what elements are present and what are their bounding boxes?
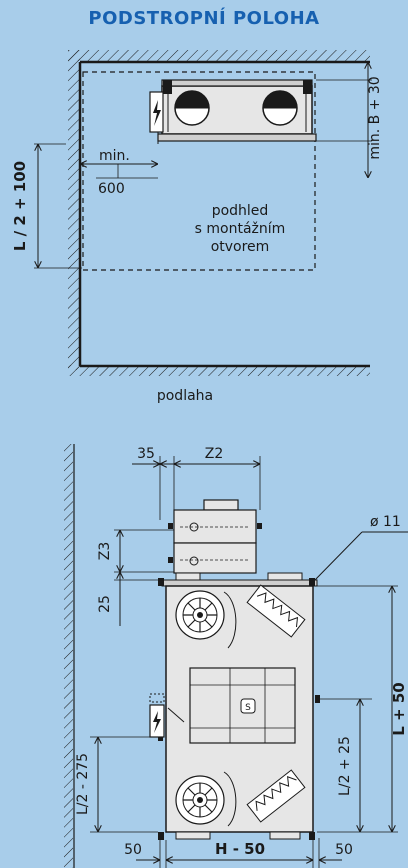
label-ceiling-2: s montážním	[195, 221, 286, 237]
label-ceiling-3: otvorem	[211, 239, 270, 255]
dim-z3: Z3	[97, 542, 113, 561]
dim-min: min.	[99, 148, 130, 164]
heat-exchanger-icon	[246, 584, 306, 823]
bottom-view: S	[64, 444, 408, 868]
ceiling-opening	[82, 71, 316, 271]
dim-z2: Z2	[205, 446, 224, 462]
ceiling-hatch	[68, 50, 370, 61]
dim-50-right: 50	[335, 842, 353, 858]
fan-icon	[175, 590, 225, 640]
unit-top	[149, 79, 317, 144]
label-ceiling-1: podhled	[212, 203, 269, 219]
floor-hatch	[68, 365, 370, 376]
lightning-icon	[153, 711, 161, 733]
dim-min-b-30: min. B + 30	[367, 76, 383, 159]
dim-l2-100: L / 2 + 100	[11, 161, 29, 251]
dim-l2-275: L/2 - 275	[75, 753, 91, 815]
wall-hatch-bottom	[64, 444, 73, 868]
dim-l2-25: L/2 + 25	[337, 736, 353, 796]
top-view: min. B + 30 L / 2 + 100 min. 600 podhled…	[11, 50, 383, 404]
page-title: PODSTROPNÍ POLOHA	[88, 8, 320, 29]
lightning-icon	[153, 100, 161, 126]
logo-icon	[240, 698, 256, 714]
svg-text:S: S	[245, 703, 251, 713]
dim-25: 25	[97, 595, 113, 613]
dim-h50: H - 50	[215, 840, 265, 858]
dim-50-left: 50	[124, 842, 142, 858]
dim-l50: L + 50	[390, 682, 408, 735]
wall-hatch	[68, 50, 80, 370]
dim-diameter: ø 11	[370, 514, 401, 530]
dim-600: 600	[98, 181, 125, 197]
label-floor: podlaha	[157, 388, 213, 404]
dim-35: 35	[137, 446, 155, 462]
fan-icon	[175, 775, 225, 825]
